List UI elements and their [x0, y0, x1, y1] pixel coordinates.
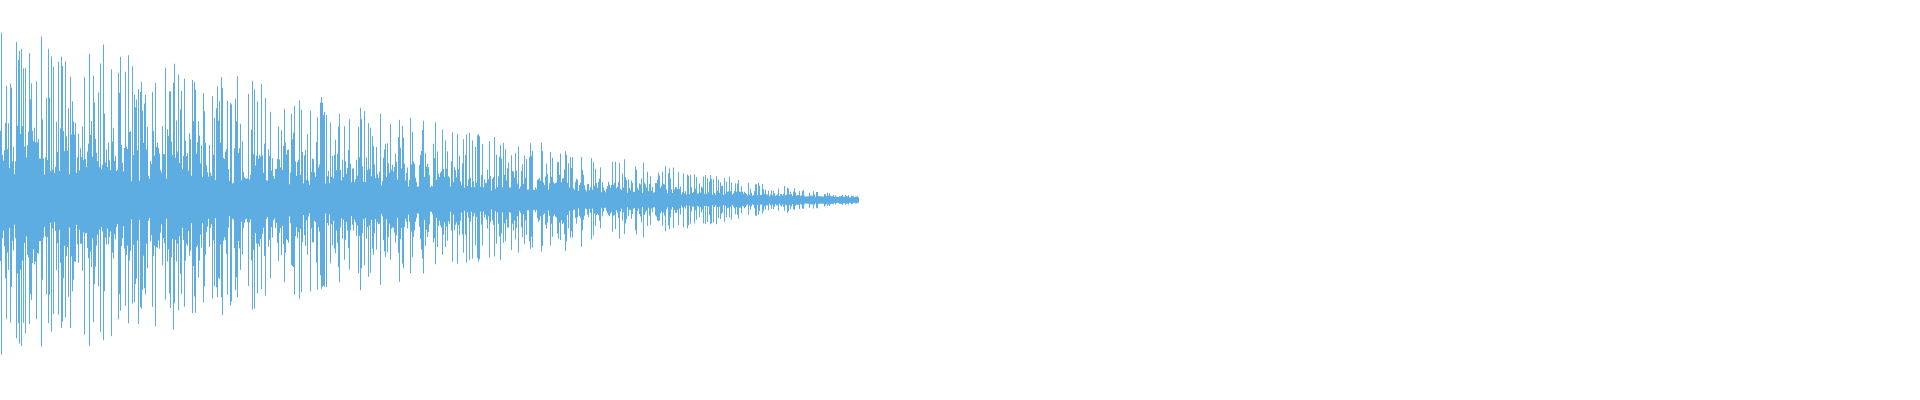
waveform-samples	[0, 32, 859, 355]
waveform-body	[0, 179, 859, 221]
